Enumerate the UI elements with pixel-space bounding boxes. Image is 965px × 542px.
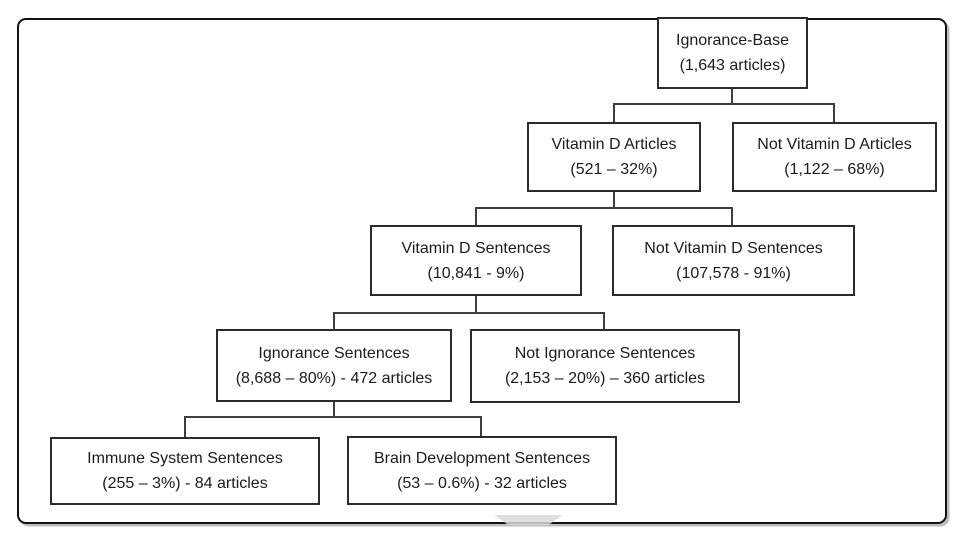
node-stats: (255 – 3%) - 84 articles: [102, 475, 268, 492]
connector-segment: [731, 89, 733, 105]
connector-segment: [603, 312, 605, 329]
node-vitamin-d-articles: Vitamin D Articles (521 – 32%): [527, 122, 701, 192]
node-brain-development-sentences: Brain Development Sentences (53 – 0.6%) …: [347, 436, 617, 505]
connector-segment: [833, 103, 835, 122]
node-not-vitamin-d-sentences: Not Vitamin D Sentences (107,578 - 91%): [612, 225, 855, 296]
connector-segment: [613, 103, 615, 122]
connector-segment: [333, 402, 335, 418]
node-stats: (53 – 0.6%) - 32 articles: [397, 474, 567, 492]
node-title: Vitamin D Articles: [551, 136, 677, 153]
node-stats: (1,122 – 68%): [784, 161, 885, 178]
connector-segment: [475, 296, 477, 314]
node-ignorance-sentences: Ignorance Sentences (8,688 – 80%) - 472 …: [216, 329, 452, 402]
connector-segment: [184, 416, 482, 418]
watermark-shape: [494, 515, 563, 525]
node-stats: (8,688 – 80%) - 472 articles: [235, 369, 433, 387]
connector-segment: [731, 207, 733, 225]
node-vitamin-d-sentences: Vitamin D Sentences (10,841 - 9%): [370, 225, 582, 296]
node-immune-system-sentences: Immune System Sentences (255 – 3%) - 84 …: [50, 437, 320, 505]
connector-segment: [613, 192, 615, 209]
node-not-vitamin-d-articles: Not Vitamin D Articles (1,122 – 68%): [732, 122, 937, 192]
node-stats: (10,841 - 9%): [427, 264, 525, 282]
connector-segment: [475, 207, 477, 225]
node-title: Not Vitamin D Sentences: [644, 239, 823, 257]
node-title: Vitamin D Sentences: [401, 239, 551, 257]
node-ignorance-base: Ignorance-Base (1,643 articles): [657, 17, 808, 89]
connector-segment: [333, 312, 605, 314]
node-stats: (2,153 – 20%) – 360 articles: [504, 370, 706, 387]
connector-segment: [475, 207, 733, 209]
node-stats: (521 – 32%): [570, 161, 658, 178]
node-title: Ignorance Sentences: [258, 344, 410, 362]
node-stats: (1,643 articles): [679, 57, 786, 74]
outer-frame: [17, 18, 947, 524]
connector-segment: [333, 312, 335, 329]
connector-segment: [184, 416, 186, 437]
connector-segment: [613, 103, 835, 105]
node-title: Immune System Sentences: [87, 450, 283, 467]
node-title: Not Vitamin D Articles: [757, 136, 912, 153]
node-title: Ignorance-Base: [676, 32, 789, 49]
node-not-ignorance-sentences: Not Ignorance Sentences (2,153 – 20%) – …: [470, 329, 740, 403]
node-stats: (107,578 - 91%): [676, 264, 791, 282]
node-title: Not Ignorance Sentences: [514, 345, 696, 362]
node-title: Brain Development Sentences: [373, 449, 591, 467]
connector-segment: [480, 416, 482, 436]
